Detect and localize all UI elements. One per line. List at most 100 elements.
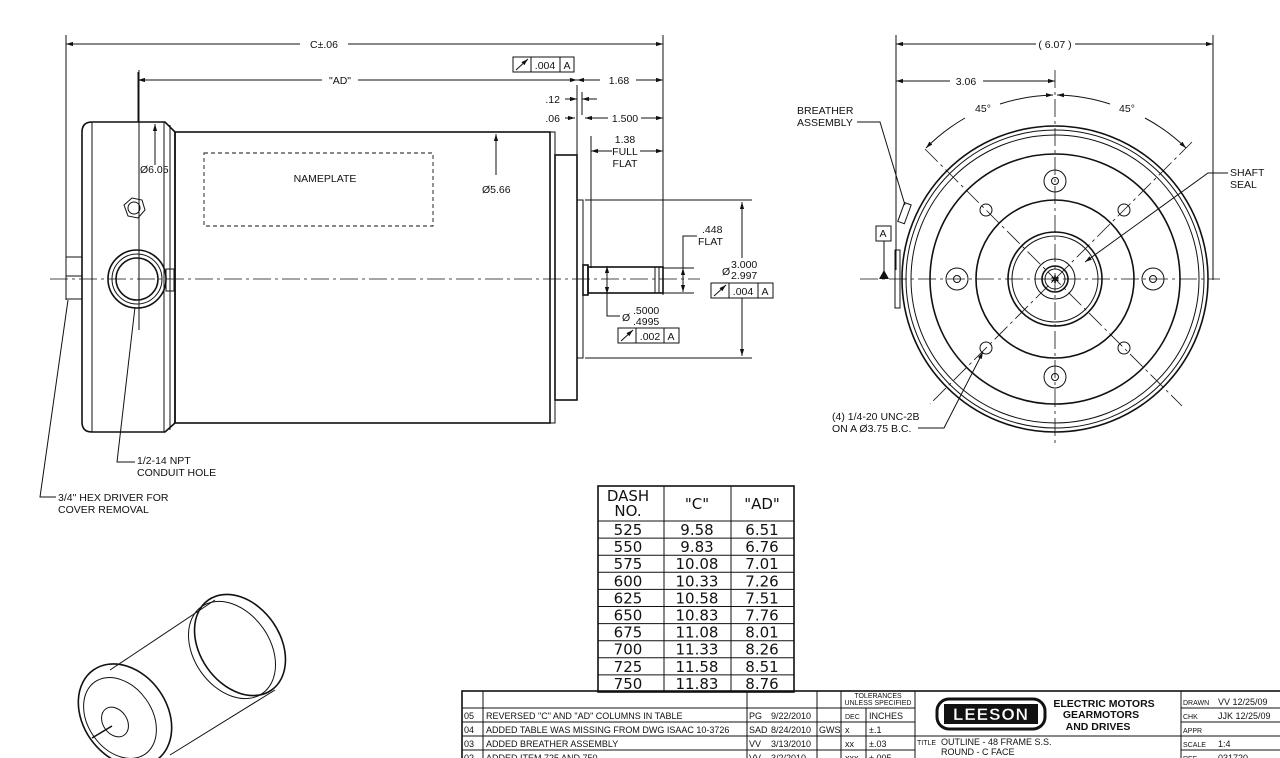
tolerance-value: INCHES bbox=[869, 711, 903, 721]
table-cell: 8.76 bbox=[745, 675, 778, 693]
conduit-note-2: CONDUIT HOLE bbox=[137, 467, 216, 479]
rev-checked: GWS bbox=[819, 725, 841, 735]
shaft bbox=[587, 266, 664, 294]
tolerance-label: xx bbox=[845, 739, 855, 749]
motor-body bbox=[174, 131, 551, 424]
full-flat-2: FULL bbox=[612, 146, 638, 158]
field-label: APPR bbox=[1183, 728, 1202, 735]
runout-icon bbox=[515, 58, 529, 71]
company-line-2: GEARMOTORS bbox=[1063, 709, 1139, 721]
datum-label: A bbox=[879, 228, 886, 240]
shaft-dia-min: .4995 bbox=[633, 316, 659, 328]
table-cell: 9.83 bbox=[680, 538, 713, 556]
feature-control-frame-shaft: .002 A bbox=[617, 327, 680, 344]
table-row: 550 9.83 6.76 bbox=[614, 538, 779, 556]
rev-date: 8/24/2010 bbox=[771, 725, 811, 735]
shaft-seal-2: SEAL bbox=[1230, 179, 1257, 191]
end-view: ( 6.07 ) 3.06 45° 45° ✱ bbox=[797, 35, 1265, 445]
table-cell: 9.58 bbox=[680, 521, 713, 539]
hex-note-2: COVER REMOVAL bbox=[58, 504, 149, 516]
flat-448: .448 bbox=[702, 224, 723, 236]
company-line-1: ELECTRIC MOTORS bbox=[1053, 698, 1154, 710]
rev-number: 03 bbox=[464, 739, 474, 749]
field-value: JJK 12/25/09 bbox=[1218, 711, 1271, 721]
table-cell: 625 bbox=[614, 589, 643, 607]
drawing-title-2: ROUND - C FACE bbox=[941, 747, 1015, 757]
table-cell: 6.51 bbox=[745, 521, 778, 539]
pilot-dia-max: 3.000 bbox=[731, 259, 757, 271]
table-cell: 700 bbox=[614, 641, 643, 659]
table-cell: 7.01 bbox=[745, 555, 778, 573]
rev-by: PG bbox=[749, 711, 762, 721]
end-cap bbox=[81, 121, 176, 433]
fcf-tolerance: .002 bbox=[640, 331, 661, 343]
conduit-note-1: 1/2-14 NPT bbox=[137, 455, 191, 467]
rev-description: ADDED TABLE WAS MISSING FROM DWG ISAAC 1… bbox=[486, 725, 729, 735]
c-face-flange bbox=[554, 154, 578, 401]
field-label: REF bbox=[1183, 756, 1197, 758]
shaft-dia-max: .5000 bbox=[633, 305, 659, 317]
dim-ad: "AD" bbox=[329, 75, 351, 87]
tolerance-value: ±.03 bbox=[869, 739, 886, 749]
table-cell: 11.58 bbox=[676, 658, 719, 676]
header-dash-1: DASH bbox=[607, 487, 649, 505]
isometric-view bbox=[77, 593, 287, 758]
table-cell: 10.58 bbox=[676, 589, 719, 607]
dia-symbol: Ø bbox=[722, 266, 730, 278]
tolerance-value: ±.1 bbox=[869, 725, 881, 735]
header-dash-2: NO. bbox=[614, 502, 641, 520]
table-cell: 10.33 bbox=[676, 572, 719, 590]
runout-icon bbox=[620, 329, 634, 342]
flat-label: FLAT bbox=[698, 236, 723, 248]
header-c: "C" bbox=[685, 495, 709, 513]
header-ad: "AD" bbox=[744, 495, 780, 513]
rev-description: REVERSED "C" AND "AD" COLUMNS IN TABLE bbox=[486, 711, 683, 721]
holes-note-1: (4) 1/4-20 UNC-2B bbox=[832, 411, 920, 423]
dim-06: .06 bbox=[545, 113, 560, 125]
field-value: 031720 bbox=[1218, 753, 1248, 758]
dim-3-06: 3.06 bbox=[956, 76, 977, 88]
hex-plug bbox=[65, 256, 83, 300]
dim-6-07: ( 6.07 ) bbox=[1038, 39, 1071, 51]
side-view: C±.06 "AD" 1.68 .004 A .12 .06 1.500 1.3… bbox=[39, 35, 774, 516]
runout-icon bbox=[713, 284, 727, 297]
full-flat-1: 1.38 bbox=[615, 134, 636, 146]
fcf-tolerance: .004 bbox=[733, 286, 754, 298]
table-cell: 8.01 bbox=[745, 624, 778, 642]
revision-row: 04 ADDED TABLE WAS MISSING FROM DWG ISAAC… bbox=[464, 725, 841, 735]
rev-description: ADDED ITEM 725 AND 750 bbox=[486, 753, 598, 758]
tolerance-label: xxx bbox=[845, 753, 859, 758]
rev-number: 04 bbox=[464, 725, 474, 735]
breather-1: BREATHER bbox=[797, 105, 854, 117]
table-cell: 675 bbox=[614, 624, 643, 642]
field-label: DRAWN bbox=[1183, 700, 1209, 707]
table-cell: 650 bbox=[614, 607, 643, 625]
table-cell: 11.33 bbox=[676, 641, 719, 659]
table-cell: 7.76 bbox=[745, 607, 778, 625]
dia-6-05: Ø6.05 bbox=[140, 164, 169, 176]
title-label: TITLE bbox=[917, 740, 936, 747]
dia-symbol: Ø bbox=[622, 312, 630, 324]
nameplate-area bbox=[203, 152, 434, 227]
rev-date: 3/2/2010 bbox=[771, 753, 806, 758]
field-label: SCALE bbox=[1183, 742, 1206, 749]
table-cell: 6.76 bbox=[745, 538, 778, 556]
angle-right: 45° bbox=[1119, 103, 1135, 115]
table-cell: 600 bbox=[614, 572, 643, 590]
table-cell: 550 bbox=[614, 538, 643, 556]
pilot-dia-min: 2.997 bbox=[731, 270, 757, 282]
nameplate-label: NAMEPLATE bbox=[294, 173, 357, 185]
table-cell: 11.08 bbox=[676, 624, 719, 642]
rev-by: VV bbox=[749, 739, 761, 749]
breather-hex bbox=[123, 197, 146, 219]
feature-control-frame-pilot: .004 A bbox=[710, 282, 774, 299]
